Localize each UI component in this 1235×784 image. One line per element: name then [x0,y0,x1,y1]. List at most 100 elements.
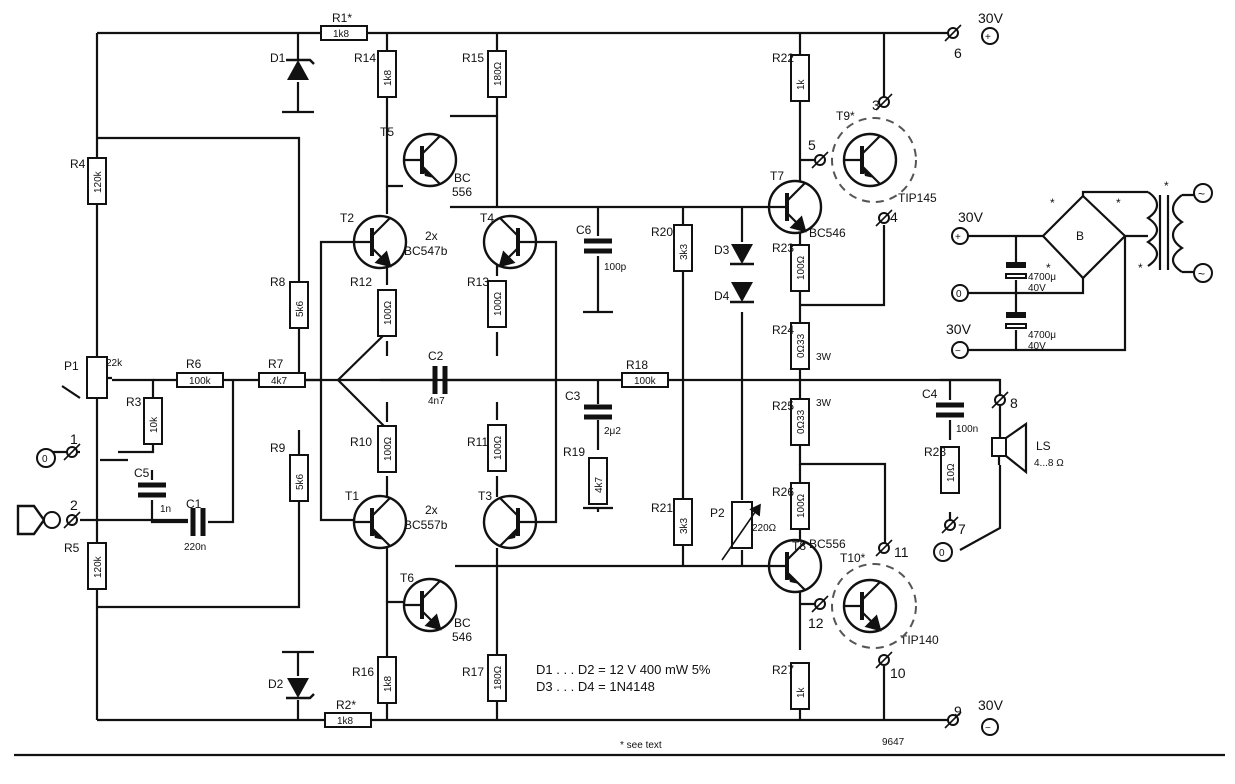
capacitor-c3-label: C3 [565,389,581,403]
bridge-label: B [1076,229,1084,243]
resistor-r13: 100Ω R13 [467,275,507,328]
terminal-7-label: 7 [958,521,966,537]
supply-neg-label: 30V [946,321,972,337]
resistor-r22-value: 1k [796,78,807,90]
cs1-value: 4700μ [1028,272,1056,283]
transistor-t4: T4 [480,211,538,270]
terminal-7: 7 [941,516,966,537]
transistor-t7-type: BC546 [809,226,846,240]
resistor-r3-value: 10k [149,416,160,433]
resistor-r26-value: 100Ω [796,493,807,518]
resistor-r17-value: 180Ω [493,665,504,690]
capacitor-c3-value: 2μ2 [604,426,621,437]
transistor-t5-type-a: BC [454,171,471,185]
resistor-r8-value: 5k6 [295,300,306,317]
resistor-r1-label: R1* [332,11,352,25]
resistor-r15-value: 180Ω [493,61,504,86]
terminal-10: 10 [875,651,906,681]
terminal-3: 3 [872,93,893,113]
bridge-mark-4: * [1138,261,1143,275]
bridge-mark-3: * [1046,261,1051,275]
terminal-8-label: 8 [1010,395,1018,411]
resistor-r13-value: 100Ω [493,291,504,316]
resistor-r17-label: R17 [462,665,484,679]
speaker-ls: LS 4...8 Ω [991,421,1064,475]
t10-heatsink-outline [831,563,917,649]
note-d1-d2: D1 . . . D2 = 12 V 400 mW 5% [536,662,711,677]
resistor-r1-value: 1k8 [333,29,350,40]
resistor-r12-label: R12 [350,275,372,289]
diode-d1-label: D1 [270,51,286,65]
resistor-r16-value: 1k8 [383,675,394,692]
terminal-4-label: 4 [890,209,898,225]
resistor-r3-label: R3 [126,395,142,409]
terminal-1-label: 1 [70,431,78,447]
resistor-r7-label: R7 [268,357,284,371]
terminal-1: 1 [63,431,81,461]
resistor-r9-value: 5k6 [295,473,306,490]
terminal-5-label: 5 [808,137,816,153]
resistor-r3: 10k R3 [126,395,163,445]
resistor-r25-power: 3W [816,398,832,409]
diode-d2-label: D2 [268,677,284,691]
terminal-6-label: 6 [954,45,962,61]
p2-value: 220Ω [752,523,777,534]
resistor-r23-label: R23 [772,241,794,255]
transistor-t1-label: T1 [345,489,359,503]
rail-neg-label: 30V [978,697,1004,713]
terminal-10-label: 10 [890,665,906,681]
transistor-t10-type: TIP140 [900,633,939,647]
terminal-8: 8 [991,391,1018,411]
terminal-2-label: 2 [70,497,78,513]
transistor-t1: T1 [345,489,408,550]
supply-pos-label: 30V [958,209,984,225]
capacitor-c1-value: 220n [184,542,206,553]
resistor-r12-value: 100Ω [383,300,394,325]
resistor-r20-value: 3k3 [679,243,690,260]
resistor-r24-value: 0Ω33 [796,333,807,358]
resistor-r4-value: 120k [93,170,104,193]
rail-pos-label: 30V [978,10,1004,26]
resistor-r21-value: 3k3 [679,517,690,534]
transistor-t6-type-b: 546 [452,630,472,644]
diode-d4: D4 [714,282,754,304]
pair-bottom-count: 2x [425,503,438,517]
terminal-12-label: 12 [808,615,824,631]
resistor-r19-value: 4k7 [594,476,605,493]
t9-heatsink-outline [831,117,917,203]
note-d3-d4: D3 . . . D4 = 1N4148 [536,679,655,694]
ac-in-1: ~ [1198,187,1205,201]
resistor-r2-value: 1k8 [337,716,354,727]
pair-top-count: 2x [425,229,438,243]
resistor-r24-label: R24 [772,323,794,337]
rail-pos-symbol: + [985,32,991,43]
capacitor-c3: C3 2μ2 [565,389,621,437]
transistor-t5-label: T5 [380,125,394,139]
transistor-t2-label: T2 [340,211,354,225]
supply-plus-symbol: + [955,232,961,243]
resistor-r5-value: 120k [93,555,104,578]
terminal-11-label: 11 [894,544,909,560]
resistor-r13-label: R13 [467,275,489,289]
capacitor-c2-value: 4n7 [428,396,445,407]
